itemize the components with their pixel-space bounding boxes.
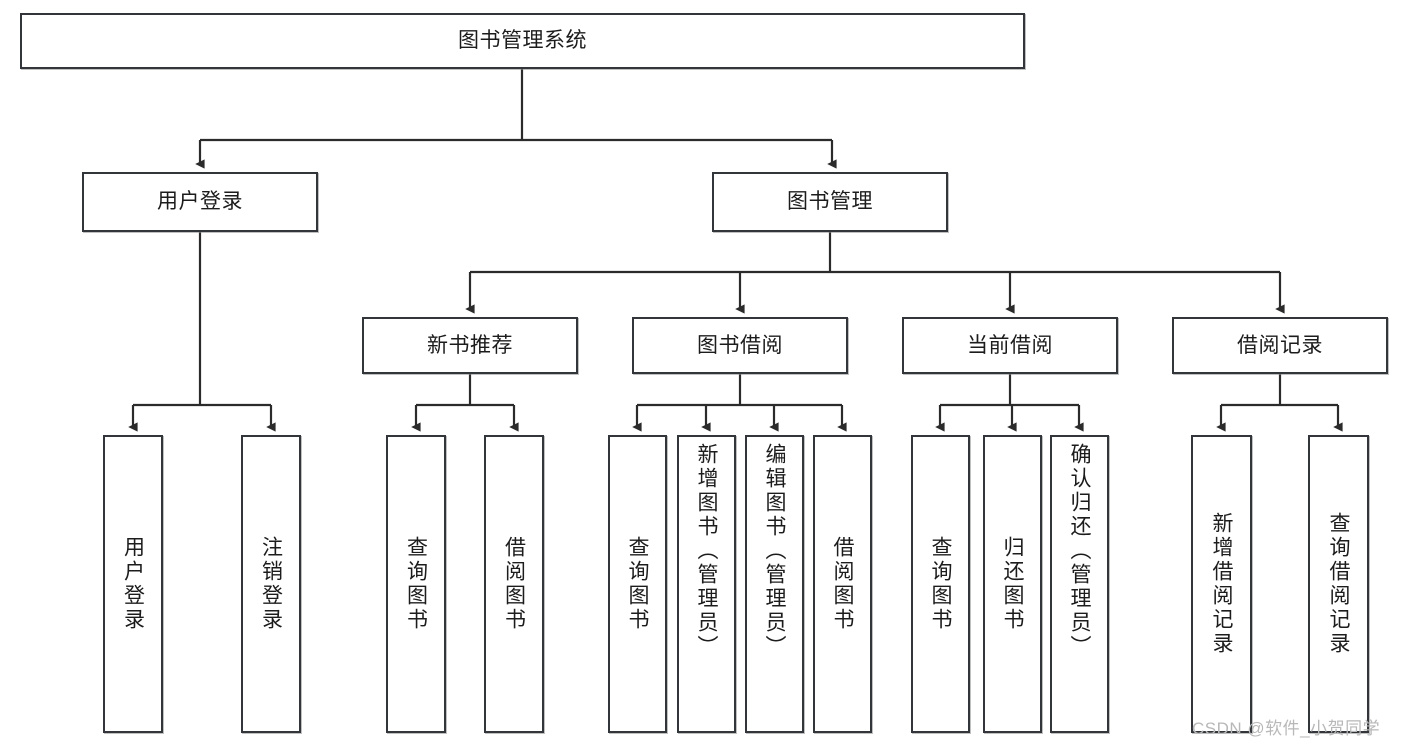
node-leaf-edit-book-admin[interactable]: 编辑图书（管理员） bbox=[745, 435, 804, 733]
node-leaf-query-book-2[interactable]: 查询图书 bbox=[608, 435, 667, 733]
node-book-borrow-label: 图书借阅 bbox=[697, 333, 783, 357]
node-book-management[interactable]: 图书管理 bbox=[712, 172, 948, 232]
node-leaf-add-borrow-record-label: 新增借阅记录 bbox=[1210, 512, 1233, 656]
node-current-borrow[interactable]: 当前借阅 bbox=[902, 317, 1118, 374]
node-leaf-query-borrow-record-label: 查询借阅记录 bbox=[1327, 512, 1350, 656]
node-leaf-user-login-label: 用户登录 bbox=[121, 536, 145, 632]
node-leaf-logout-login[interactable]: 注销登录 bbox=[241, 435, 301, 733]
node-leaf-borrow-book-2-label: 借阅图书 bbox=[831, 536, 854, 632]
node-leaf-query-borrow-record[interactable]: 查询借阅记录 bbox=[1308, 435, 1369, 733]
node-leaf-confirm-return-admin-label: 确认归还（管理员） bbox=[1068, 443, 1091, 659]
node-current-borrow-label: 当前借阅 bbox=[967, 333, 1053, 357]
node-borrow-record-label: 借阅记录 bbox=[1237, 333, 1323, 357]
node-leaf-borrow-book-1-label: 借阅图书 bbox=[502, 536, 526, 632]
node-leaf-query-book-2-label: 查询图书 bbox=[626, 536, 649, 632]
node-leaf-query-book-3-label: 查询图书 bbox=[929, 536, 952, 632]
node-leaf-query-book-1-label: 查询图书 bbox=[404, 536, 428, 632]
node-root-label: 图书管理系统 bbox=[458, 29, 587, 53]
csdn-watermark: CSDN @软件_小贺同学 bbox=[1192, 719, 1381, 738]
node-leaf-add-book-admin-label: 新增图书（管理员） bbox=[695, 443, 718, 659]
node-leaf-query-book-3[interactable]: 查询图书 bbox=[911, 435, 970, 733]
node-leaf-user-login[interactable]: 用户登录 bbox=[103, 435, 163, 733]
node-book-borrow[interactable]: 图书借阅 bbox=[632, 317, 848, 374]
node-borrow-record[interactable]: 借阅记录 bbox=[1172, 317, 1388, 374]
node-root[interactable]: 图书管理系统 bbox=[20, 13, 1025, 69]
node-leaf-return-book[interactable]: 归还图书 bbox=[983, 435, 1042, 733]
node-leaf-edit-book-admin-label: 编辑图书（管理员） bbox=[763, 443, 786, 659]
node-leaf-add-book-admin[interactable]: 新增图书（管理员） bbox=[677, 435, 736, 733]
node-new-book-recommend[interactable]: 新书推荐 bbox=[362, 317, 578, 374]
node-user-login-label: 用户登录 bbox=[157, 190, 243, 214]
node-leaf-query-book-1[interactable]: 查询图书 bbox=[386, 435, 446, 733]
node-leaf-borrow-book-1[interactable]: 借阅图书 bbox=[484, 435, 544, 733]
node-leaf-confirm-return-admin[interactable]: 确认归还（管理员） bbox=[1050, 435, 1109, 733]
node-new-book-recommend-label: 新书推荐 bbox=[427, 333, 513, 357]
node-user-login[interactable]: 用户登录 bbox=[82, 172, 318, 232]
node-book-management-label: 图书管理 bbox=[787, 190, 873, 214]
node-leaf-logout-login-label: 注销登录 bbox=[259, 536, 283, 632]
node-leaf-return-book-label: 归还图书 bbox=[1001, 536, 1024, 632]
node-leaf-borrow-book-2[interactable]: 借阅图书 bbox=[813, 435, 872, 733]
node-leaf-add-borrow-record[interactable]: 新增借阅记录 bbox=[1191, 435, 1252, 733]
